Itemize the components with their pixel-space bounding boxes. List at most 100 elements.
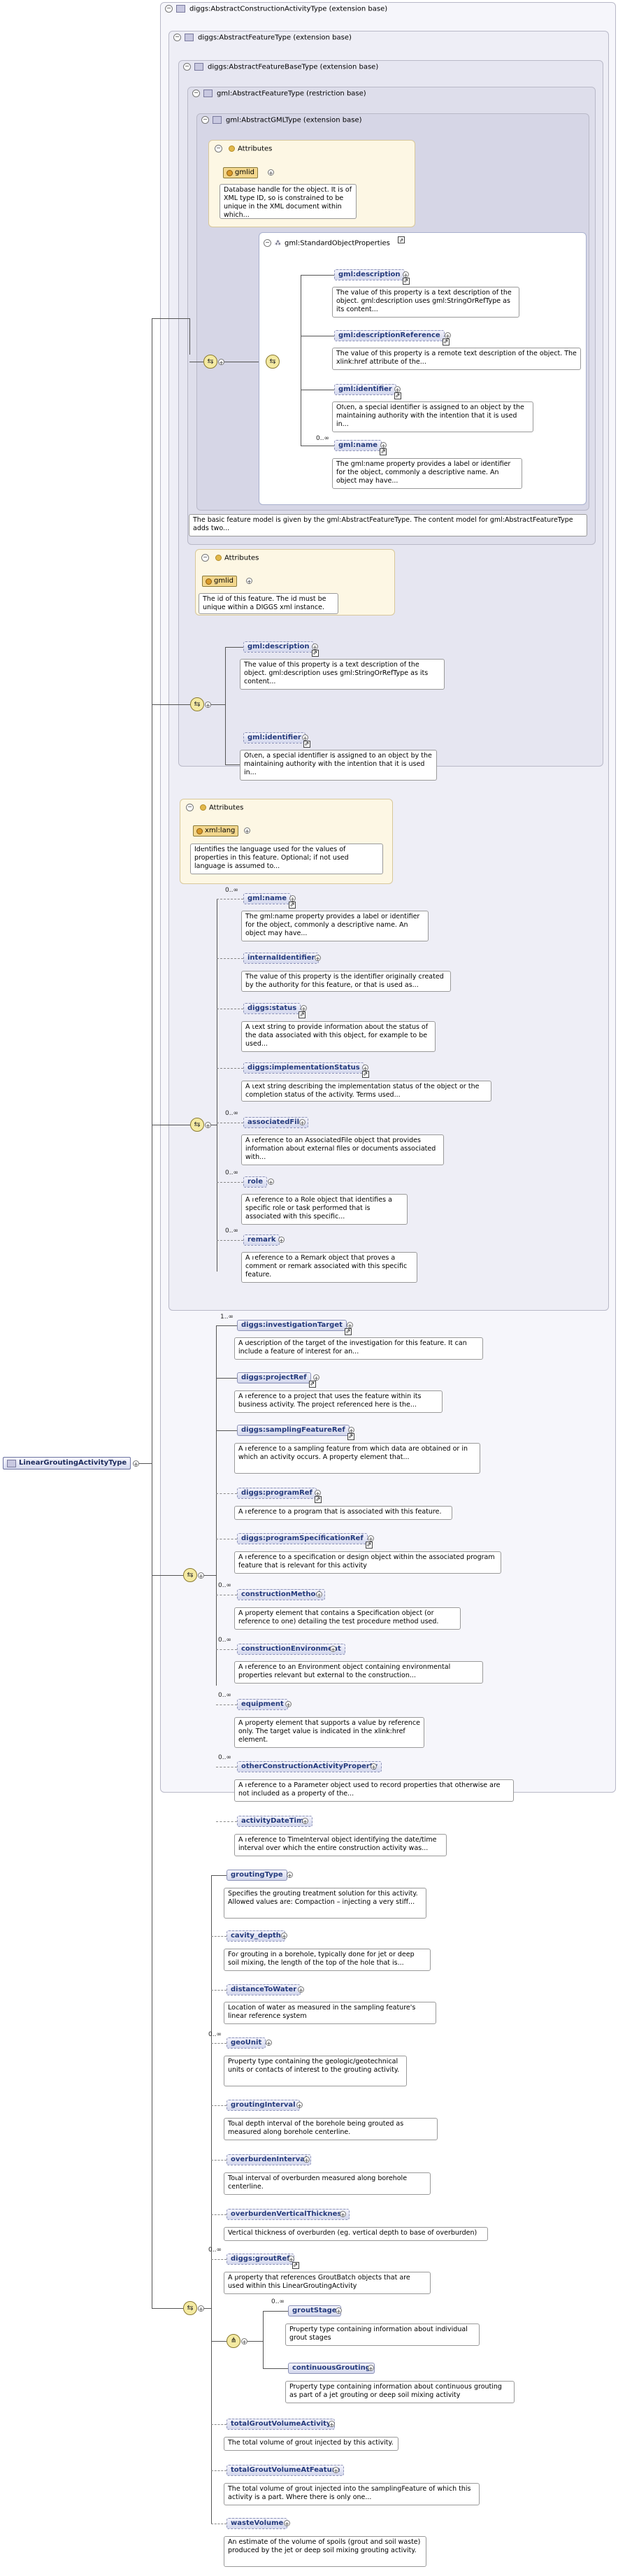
expand-toggle[interactable]: + [336,2307,342,2314]
element-activitydatetime[interactable]: activityDateTime [237,1816,313,1827]
expand-toggle[interactable]: + [312,643,318,650]
expand-toggle[interactable]: + [133,1460,139,1467]
element-diggs-groutref[interactable]: diggs:groutRef [227,2254,299,2269]
expand-toggle[interactable]: + [368,2365,374,2372]
expand-toggle[interactable]: + [244,827,250,834]
element-continuousgrouting[interactable]: continuousGrouting [288,2363,375,2374]
expand-toggle[interactable]: + [198,1572,204,1579]
expand-toggle[interactable]: + [205,702,211,709]
collapse-toggle[interactable]: − [173,34,181,41]
expand-toggle[interactable]: + [380,442,387,449]
element-gml-descriptionreference[interactable]: gml:descriptionReference [334,330,450,346]
expand-toggle[interactable]: + [329,2421,335,2428]
attribute-xml-lang[interactable]: xml:lang [193,825,239,837]
element-equipment[interactable]: equipment [237,1699,288,1710]
expand-toggle[interactable]: + [218,359,224,366]
expand-toggle[interactable]: + [198,2305,204,2312]
element-cavity-depth[interactable]: cavity_depth [227,1930,285,1942]
expand-toggle[interactable]: + [316,1591,322,1598]
attribute-gmlid[interactable]: gmlid [202,576,237,587]
expand-toggle[interactable]: + [330,1646,336,1653]
element-gml-identifier[interactable]: gml:identifier [243,732,310,748]
expand-toggle[interactable]: + [268,1179,274,1186]
element-geounit[interactable]: geoUnit [227,2037,266,2049]
expand-toggle[interactable]: + [315,1490,321,1497]
expand-toggle[interactable]: + [287,1872,293,1879]
attribute-doc: Database handle for the object. It is of… [220,184,357,219]
element-diggs-projectref[interactable]: diggs:projectRef [237,1372,316,1388]
element-gml-name[interactable]: gml:name [334,440,387,455]
expand-toggle[interactable]: + [347,1322,353,1329]
collapse-toggle[interactable]: − [192,90,200,97]
element-overburdeninterval[interactable]: overburdenInterval [227,2154,312,2165]
expand-toggle[interactable]: + [278,1237,285,1244]
element-overburdenverticalthickness[interactable]: overburdenVerticalThickness [227,2209,350,2220]
expand-toggle[interactable]: + [246,578,252,585]
collapse-toggle[interactable]: − [215,145,222,152]
expand-toggle[interactable]: + [289,895,296,902]
element-associatedfile[interactable]: associatedFile [243,1117,308,1128]
collapse-toggle[interactable]: − [264,239,271,247]
element-gml-description[interactable]: gml:description [334,269,410,285]
expand-toggle[interactable]: + [241,2338,247,2345]
expand-toggle[interactable]: + [301,1005,307,1012]
root-element[interactable]: LinearGroutingActivityType [3,1457,131,1470]
element-gml-description[interactable]: gml:description [243,641,319,657]
element-constructionenvironment[interactable]: constructionEnvironment [237,1644,345,1655]
expand-toggle[interactable]: + [302,734,308,741]
expand-toggle[interactable]: + [445,332,451,339]
element-internalidentifier[interactable]: internalIdentifier [243,953,319,964]
connector [211,2160,227,2161]
element-constructionmethod[interactable]: constructionMethod [237,1589,325,1600]
expand-toggle[interactable]: + [371,1763,377,1770]
expand-toggle[interactable]: + [348,1427,354,1434]
expand-toggle[interactable]: + [333,2467,339,2474]
element-diggs-status[interactable]: diggs:status [243,1003,306,1018]
element-gml-name[interactable]: gml:name [243,893,296,909]
expand-toggle[interactable]: + [340,2211,346,2218]
element-groutinginterval[interactable]: groutingInterval [227,2100,300,2111]
expand-toggle[interactable]: + [281,1933,287,1940]
element-totalgroutvolumeatfeature[interactable]: totalGroutVolumeAtFeature [227,2465,345,2476]
expand-toggle[interactable]: + [368,1535,374,1542]
expand-toggle[interactable]: + [302,1818,308,1825]
expand-toggle[interactable]: + [285,1701,292,1708]
element-totalgroutvolumeactivity[interactable]: totalGroutVolumeActivity [227,2419,336,2430]
expand-toggle[interactable]: + [403,271,409,278]
expand-toggle[interactable]: + [313,1374,319,1381]
expand-toggle[interactable]: + [288,2256,294,2263]
element-groutstage[interactable]: groutStage [288,2305,341,2317]
collapse-toggle[interactable]: − [201,116,209,124]
connector [211,1875,227,1876]
expand-toggle[interactable]: + [315,955,321,962]
element-distancetowater[interactable]: distanceToWater [227,1984,301,1995]
expand-toggle[interactable]: + [299,1119,306,1126]
element-role[interactable]: role [243,1176,268,1188]
collapse-toggle[interactable]: − [165,5,173,13]
expand-toggle[interactable]: + [284,2520,290,2527]
collapse-toggle[interactable]: − [186,804,194,811]
expand-toggle[interactable]: + [303,2156,310,2163]
connector [152,2308,183,2309]
expand-toggle[interactable]: + [296,2102,303,2109]
expand-toggle[interactable]: + [205,1122,211,1129]
expand-toggle[interactable]: + [266,2040,272,2047]
element-wastevolume[interactable]: wasteVolume [227,2518,288,2529]
element-diggs-programspecificationref[interactable]: diggs:programSpecificationRef [237,1533,373,1549]
attribute-gmlid[interactable]: gmlid [223,167,258,178]
expand-toggle[interactable]: + [362,1065,368,1072]
element-diggs-samplingfeatureref[interactable]: diggs:samplingFeatureRef [237,1425,354,1440]
element-remark[interactable]: remark [243,1234,280,1246]
element-diggs-programref[interactable]: diggs:programRef [237,1488,322,1503]
element-gml-identifier[interactable]: gml:identifier [334,384,401,399]
element-groutingtype[interactable]: groutingType [227,1870,287,1881]
element-diggs-investigationtarget[interactable]: diggs:investigationTarget [237,1320,352,1335]
collapse-toggle[interactable]: − [201,554,209,562]
element-otherconstructionactivityproperty[interactable]: otherConstructionActivityProperty [237,1761,382,1772]
expand-toggle[interactable]: + [268,169,274,176]
collapse-toggle[interactable]: − [183,63,191,71]
sequence-icon: ⇆ [183,2301,197,2315]
expand-toggle[interactable]: + [394,386,401,393]
expand-toggle[interactable]: + [298,1986,304,1993]
element-diggs-implementationstatus[interactable]: diggs:implementationStatus [243,1062,369,1078]
